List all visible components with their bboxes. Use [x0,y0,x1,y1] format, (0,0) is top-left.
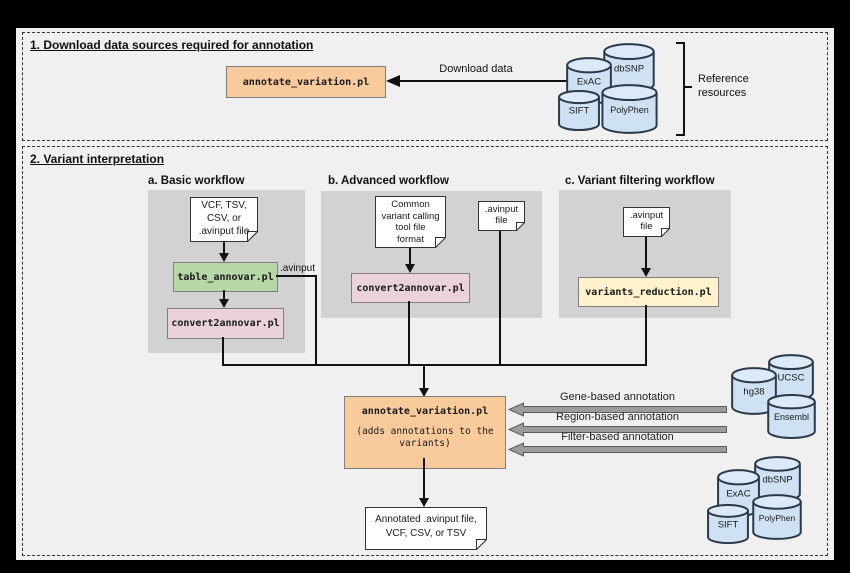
connector-line [315,275,317,366]
basic-input-document: VCF, TSV, CSV, or .avinput file [190,197,258,242]
gene-annotation-arrow [508,402,727,417]
connector-line [409,248,411,266]
filtering-input-document: .avinput file [623,207,670,237]
arrowhead-icon [641,268,651,277]
database-cylinder-icon [767,394,816,439]
database-cylinder-icon [707,504,749,544]
connector-line [499,231,501,366]
arrowhead-icon [419,498,429,507]
connector-line [222,337,224,366]
database-polyphen-bottom: PolyPhen [752,494,802,540]
gene-annotation-label: Gene-based annotation [560,391,675,403]
database-sift-top: SIFT [558,90,600,131]
section1-title: 1. Download data sources required for an… [30,38,314,52]
download-arrow-label: Download data [439,63,513,75]
filter-annotation-arrow [508,442,727,457]
database-label: SIFT [717,519,739,531]
connector-line [645,305,647,366]
connector-line [223,290,225,301]
database-dbsnp-top: dbSNP [603,43,655,93]
connector-line [423,458,425,500]
basic-workflow-heading: a. Basic workflow [148,175,245,187]
connector-line [223,242,225,255]
database-label: SIFT [568,105,590,117]
variants-reduction-box: variants_reduction.pl [578,277,719,307]
database-cylinder-icon [601,84,658,134]
avinput-branch-label: .avinput [280,263,316,274]
annotate-variation-download-label: annotate_variation.pl [242,76,370,88]
database-cylinder-icon [731,367,777,415]
connector-line [645,237,647,269]
section2-title: 2. Variant interpretation [30,152,165,166]
database-ensembl: Ensembl [767,394,816,439]
database-cylinder-icon [558,90,600,131]
output-document: Annotated .avinput file, VCF, CSV, or TS… [365,507,487,550]
database-label: ExAC [726,488,751,500]
arrowhead-icon [219,299,229,308]
region-annotation-arrow [508,422,727,437]
document-icon [623,207,670,237]
database-sift-bottom: SIFT [707,504,749,544]
advanced-workflow-heading: b. Advanced workflow [328,175,449,187]
advanced-avinput-document: .avinput file [478,201,525,231]
convert2annovar-basic-box: convert2annovar.pl [167,308,284,339]
reference-bracket [676,42,692,136]
filter-annotation-label: Filter-based annotation [561,431,674,443]
advanced-input-document: Common variant calling tool file format [375,196,446,248]
database-label: hg38 [743,386,765,398]
merge-connector-line [222,364,647,366]
database-label: PolyPhen [758,512,796,523]
database-label: PolyPhen [610,105,649,115]
database-label: dbSNP [762,474,793,486]
connector-line [408,301,410,365]
arrowhead-icon [419,388,429,397]
region-annotation-label: Region-based annotation [556,411,679,423]
arrowhead-icon [219,253,229,262]
document-icon [365,507,487,550]
section2-box [22,146,828,556]
database-label: Ensembl [773,412,809,423]
document-icon [375,196,446,248]
annotate-variation-download-box: annotate_variation.pl [226,66,386,98]
convert2annovar-advanced-box: convert2annovar.pl [351,273,470,303]
database-cylinder-icon [752,494,802,540]
connector-line [423,364,425,390]
database-label: UCSC [777,372,805,384]
document-icon [478,201,525,231]
reference-resources-label: Reference resources [698,73,749,99]
database-label: ExAC [576,76,602,88]
table-annovar-box: table_annovar.pl [173,262,278,292]
section1-box [22,32,828,141]
filtering-workflow-heading: c. Variant filtering workflow [565,175,715,187]
avinput-branch-line [276,275,317,277]
download-arrow [386,75,568,87]
database-label: dbSNP [613,63,645,75]
database-polyphen-top: PolyPhen [601,84,658,134]
annotate-variation-main-box: annotate_variation.pl (adds annotations … [344,396,506,469]
database-cylinder-icon [603,43,655,93]
annotator-note: (adds annotations to the variants) [356,426,494,449]
database-hg38: hg38 [731,367,777,415]
document-icon [190,197,258,242]
arrowhead-icon [405,264,415,273]
